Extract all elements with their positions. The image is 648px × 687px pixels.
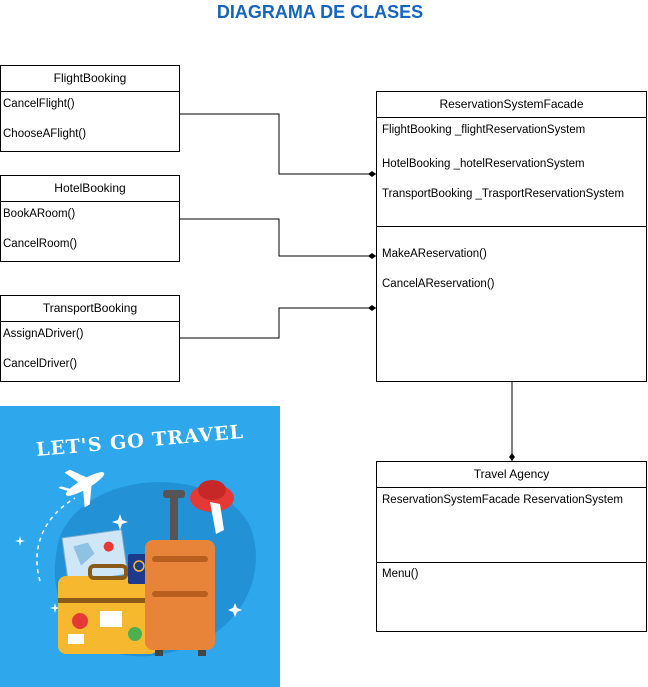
- compartment-separator: [377, 562, 646, 563]
- airplane-icon: [58, 469, 105, 508]
- travel-illustration: LET'S GO TRAVEL: [0, 406, 280, 687]
- map-icon: [61, 529, 129, 584]
- composition-diamond-hotel: [368, 253, 376, 259]
- sparkle-icons: [15, 514, 242, 617]
- composition-diamond-transport: [368, 305, 376, 311]
- method-item: AssignADriver(): [3, 328, 84, 340]
- class-hotel-booking[interactable]: HotelBooking BookARoom() CancelRoom(): [0, 175, 180, 262]
- attribute-item: HotelBooking _hotelReservationSystem: [382, 158, 585, 170]
- method-item: CancelAReservation(): [382, 278, 495, 290]
- class-name: TransportBooking: [1, 296, 179, 322]
- class-name: HotelBooking: [1, 176, 179, 202]
- composition-diamond-flight: [368, 171, 376, 177]
- class-name: ReservationSystemFacade: [377, 92, 646, 118]
- method-item: MakeAReservation(): [382, 248, 487, 260]
- suitcase-icon: [58, 564, 158, 654]
- connector-hotel-facade: [180, 218, 376, 257]
- class-name: Travel Agency: [377, 462, 646, 488]
- compartment-separator: [377, 226, 646, 227]
- passport-icon: [128, 554, 150, 584]
- attribute-item: ReservationSystemFacade ReservationSyste…: [382, 494, 623, 506]
- class-reservation-system-facade[interactable]: ReservationSystemFacade FlightBooking _f…: [376, 91, 647, 382]
- method-item: BookARoom(): [3, 208, 76, 220]
- method-item: Menu(): [382, 568, 419, 580]
- class-transport-booking[interactable]: TransportBooking AssignADriver() CancelD…: [0, 295, 180, 382]
- class-travel-agency[interactable]: Travel Agency ReservationSystemFacade Re…: [376, 461, 647, 632]
- composition-diamond-agency: [509, 453, 515, 461]
- travel-artwork: [15, 469, 256, 657]
- method-item: CancelDriver(): [3, 358, 78, 370]
- class-flight-booking[interactable]: FlightBooking CancelFlight() ChooseAFlig…: [0, 65, 180, 152]
- method-item: CancelFlight(): [3, 98, 75, 110]
- connector-flight-facade: [180, 113, 376, 175]
- method-item: CancelRoom(): [3, 238, 78, 250]
- attribute-item: TransportBooking _TrasportReservationSys…: [382, 188, 625, 200]
- method-item: ChooseAFlight(): [3, 128, 87, 140]
- diagram-title: DIAGRAMA DE CLASES: [216, 2, 424, 22]
- orange-suitcase-icon: [145, 490, 215, 656]
- flight-path: [36, 497, 76, 582]
- attribute-item: FlightBooking _flightReservationSystem: [382, 124, 586, 136]
- class-name: FlightBooking: [1, 66, 179, 92]
- sun-hat-icon: [190, 480, 234, 534]
- connector-transport-facade: [180, 307, 376, 339]
